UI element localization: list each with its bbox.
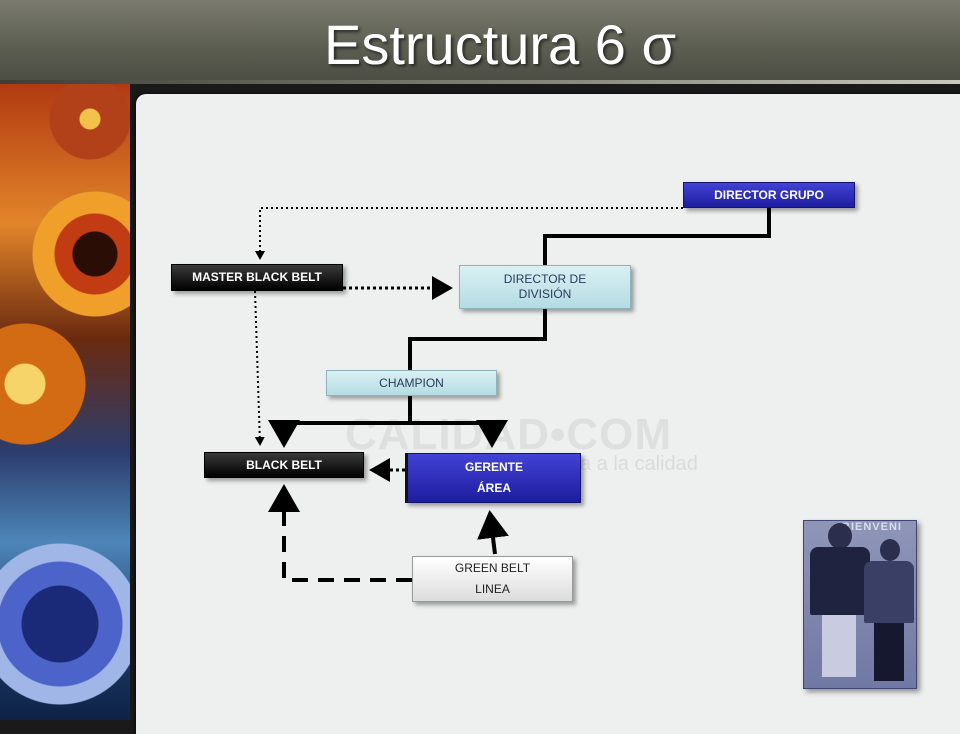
slide-title: Estructura 6 σ: [323, 13, 677, 76]
box-master-black-belt-label: MASTER BLACK BELT: [192, 270, 322, 284]
box-green-belt-line2: LINEA: [475, 582, 510, 596]
line-greenbelt-to-blackbelt: [268, 484, 412, 582]
photo-person-head: [828, 523, 852, 549]
box-gerente-line2: ÁREA: [476, 481, 511, 495]
photo-person-legs: [874, 623, 904, 681]
box-black-belt: BLACK BELT: [204, 452, 364, 478]
box-director-division-line1: DIRECTOR DE: [503, 272, 587, 286]
photo-sign-text: BIENVENI: [842, 521, 902, 533]
line-greenbelt-to-gerente: [477, 510, 509, 555]
photo-person-legs: [822, 615, 856, 677]
header-divider: [0, 80, 960, 84]
photo-person-body: [864, 561, 914, 623]
watermark-brand: CALIDAD•COM: [345, 410, 673, 459]
box-gerente-line1: GERENTE: [464, 460, 523, 474]
box-director-grupo: DIRECTOR GRUPO: [683, 182, 855, 208]
box-green-belt-line1: GREEN BELT: [454, 561, 531, 575]
box-master-black-belt: MASTER BLACK BELT: [171, 264, 343, 291]
line-grupo-to-division: [543, 208, 771, 265]
box-director-grupo-label: DIRECTOR GRUPO: [714, 187, 824, 202]
decorative-side-image: [0, 84, 130, 720]
slide-header: [0, 0, 960, 84]
box-champion-label: CHAMPION: [379, 375, 444, 390]
line-division-to-champion: [408, 309, 547, 370]
box-gerente-area: GERENTE ÁREA: [405, 453, 581, 503]
line-grupo-to-master: [255, 207, 683, 260]
box-director-division-line2: DIVISIÓN: [518, 287, 572, 301]
photo-person-body: [810, 547, 870, 615]
line-champion-to-blackbelt: [268, 396, 412, 448]
box-champion: CHAMPION: [326, 370, 497, 396]
line-champion-to-gerente: [410, 420, 508, 448]
watermark-tagline: a a la calidad: [580, 453, 698, 475]
team-photo: BIENVENI: [803, 520, 917, 689]
box-black-belt-label: BLACK BELT: [246, 457, 322, 472]
box-green-belt: GREEN BELT LINEA: [412, 556, 573, 602]
line-master-to-blackbelt: [254, 290, 265, 446]
box-director-division: DIRECTOR DE DIVISIÓN: [459, 265, 631, 309]
photo-person-head: [880, 539, 900, 561]
